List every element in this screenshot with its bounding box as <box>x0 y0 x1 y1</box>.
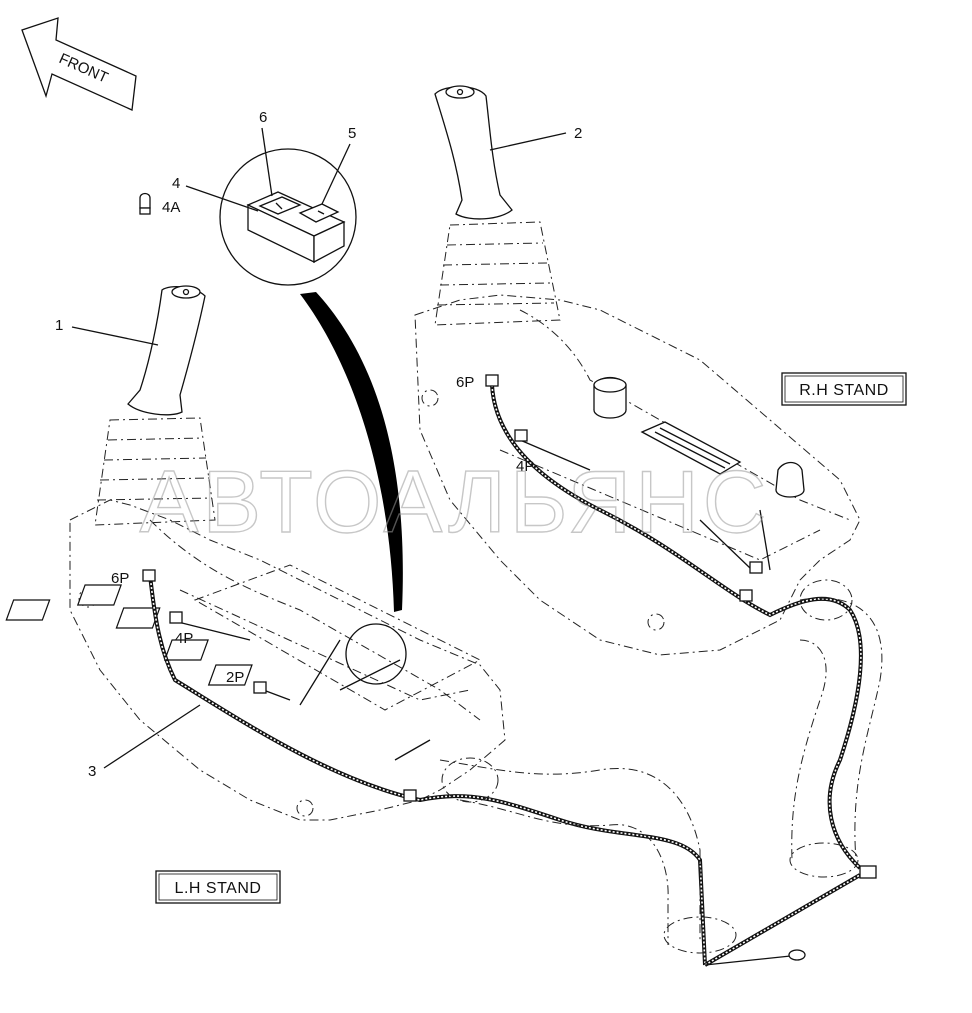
left-switch-panel <box>5 564 482 711</box>
left-4p-connector <box>169 611 183 624</box>
inset-leader <box>300 292 403 612</box>
rh-stand-label: R.H STAND <box>799 382 889 399</box>
callout-2: 2 <box>574 125 582 142</box>
right-rotary-knob <box>593 376 627 419</box>
left-end-connector <box>403 789 417 802</box>
right-boot <box>434 221 561 326</box>
left-boot <box>94 417 216 526</box>
left-6p-connector <box>142 569 156 582</box>
lh-6p-label: 6P <box>111 570 129 587</box>
right-connector-a <box>749 561 763 574</box>
right-joystick <box>434 85 513 220</box>
left-stand <box>5 285 707 966</box>
left-2p-connector <box>253 681 267 694</box>
callout-5: 5 <box>348 125 356 142</box>
callout-4a: 4A <box>162 199 180 216</box>
rh-4p-label: 4P <box>516 458 534 475</box>
rh-stand-box: R.H STAND <box>781 372 907 406</box>
lh-stand-label: L.H STAND <box>175 880 262 897</box>
right-4p-connector <box>514 429 528 442</box>
front-direction-arrow: FRONT <box>21 17 137 111</box>
harness-ducts <box>439 579 883 954</box>
lh-4p-label: 4P <box>175 630 193 647</box>
callout-6: 6 <box>259 109 267 126</box>
main-harness-connector <box>859 865 877 879</box>
right-stand <box>414 85 877 967</box>
callout-3: 3 <box>88 763 96 780</box>
watermark-text: АВТОАЛЬЯНС <box>140 452 771 551</box>
rocker-switch <box>246 191 346 264</box>
right-connector-b <box>739 589 753 602</box>
lh-stand-box: L.H STAND <box>155 870 281 904</box>
ground-terminal <box>788 949 806 961</box>
right-push-button <box>775 461 805 498</box>
callout-1: 1 <box>55 317 63 334</box>
rh-6p-label: 6P <box>456 374 474 391</box>
right-6p-connector <box>485 374 499 387</box>
right-keypad <box>640 421 742 475</box>
lh-2p-label: 2P <box>226 669 244 686</box>
left-joystick <box>127 285 206 416</box>
switch-detail-inset <box>185 127 403 612</box>
callout-4: 4 <box>172 175 180 192</box>
bulb-icon <box>139 192 151 215</box>
